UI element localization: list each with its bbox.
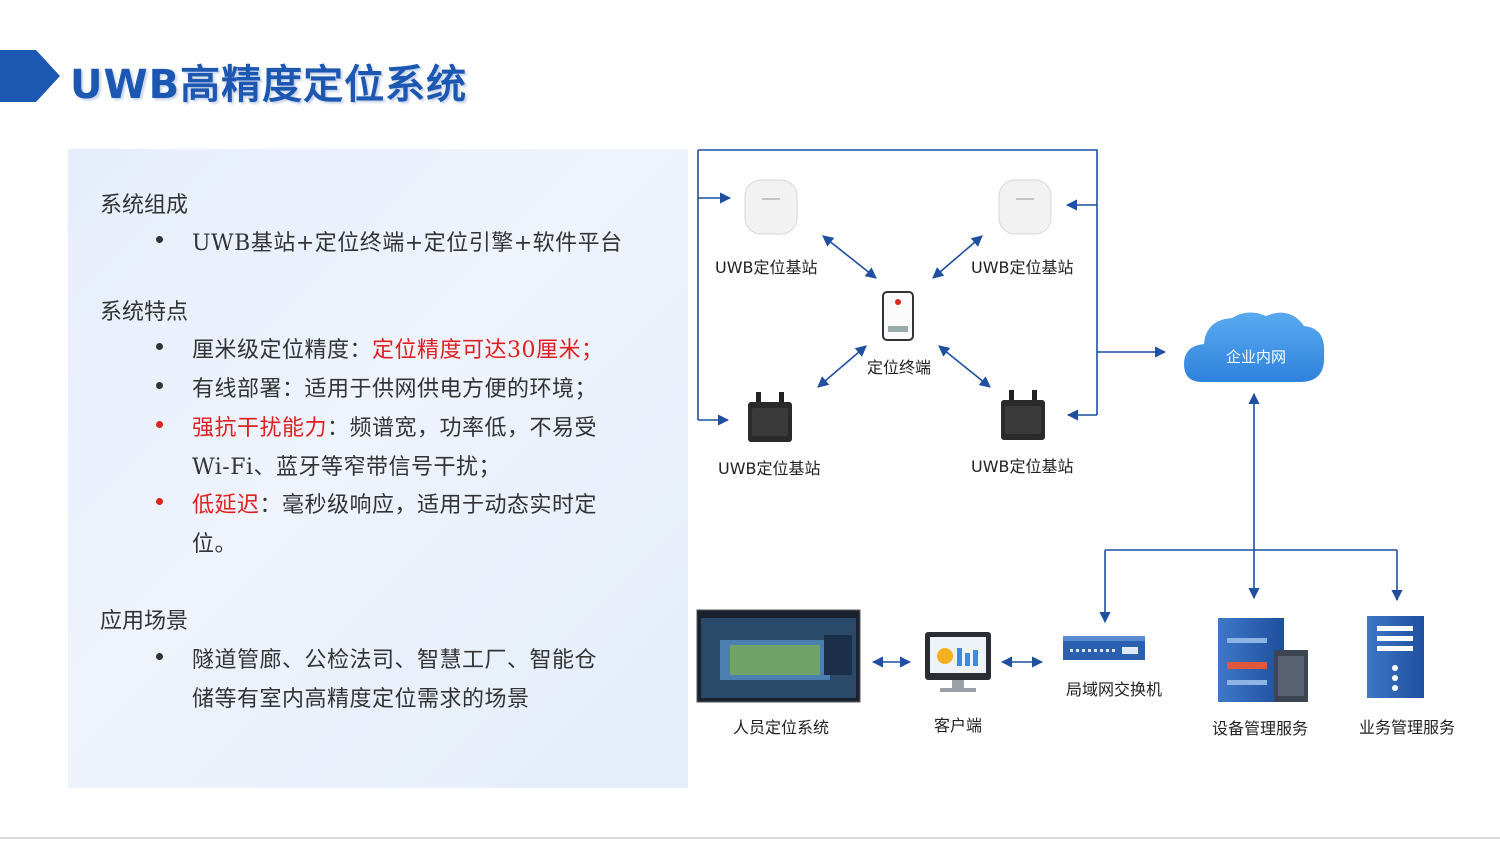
scenes-line-1: 隧道管廊、公检法司、智慧工厂、智能仓 [192, 648, 598, 673]
outdoor-station-bl-icon [748, 392, 792, 442]
feature-latency-cont: 位。 [192, 532, 238, 557]
bullet-dot [156, 653, 163, 660]
terminal-device-icon [882, 291, 914, 341]
device-service-label: 设备管理服务 [1212, 719, 1309, 738]
personnel-system-label: 人员定位系统 [733, 718, 830, 737]
device-server-icon [1218, 618, 1308, 702]
feature-latency-text: ：毫秒级响应，适用于动态实时定 [259, 493, 598, 518]
features-title: 系统特点 [100, 300, 189, 325]
personnel-system-screen-icon [696, 609, 861, 703]
station-label-tr: UWB定位基站 [971, 258, 1074, 277]
feature-accuracy-highlight: 定位精度可达30厘米； [372, 338, 604, 363]
title-arrow-icon [0, 50, 60, 102]
feature-anti-interference-label: 强抗干扰能力 [192, 416, 328, 441]
station-label-bl: UWB定位基站 [718, 459, 821, 478]
feature-anti-interference-cont: Wi-Fi、蓝牙等窄带信号干扰； [192, 455, 501, 480]
scenes-line-2: 储等有室内高精度定位需求的场景 [192, 687, 530, 712]
system-diagram: UWB定位基站 UWB定位基站 定位终端 UWB定位基站 UWB定位基站 企业内… [690, 140, 1500, 780]
scenes-title: 应用场景 [100, 609, 189, 634]
description-panel [68, 149, 688, 788]
bullet-dot [156, 421, 163, 428]
cloud-label: 企业内网 [1226, 348, 1287, 366]
feature-accuracy-label: 厘米级定位精度： [192, 338, 373, 363]
cloud-icon [1184, 312, 1325, 382]
feature-latency: 低延迟：毫秒级响应，适用于动态实时定 [192, 487, 597, 519]
composition-title: 系统组成 [100, 193, 189, 218]
diagram-graphics [696, 149, 1424, 703]
bullet-dot [156, 236, 163, 243]
bottom-divider [0, 837, 1500, 839]
composition-bullet: UWB基站+定位终端+定位引擎+软件平台 [192, 231, 623, 256]
bullet-dot [156, 343, 163, 350]
feature-anti-interference-text: ：频谱宽，功率低，不易受 [327, 416, 598, 441]
business-service-label: 业务管理服务 [1359, 718, 1456, 737]
terminal-label: 定位终端 [867, 358, 932, 377]
switch-label: 局域网交换机 [1066, 680, 1163, 699]
feature-latency-label: 低延迟 [192, 493, 260, 518]
feature-accuracy: 厘米级定位精度：定位精度可达30厘米； [192, 332, 604, 364]
bullet-dot [156, 498, 163, 505]
outdoor-station-br-icon [1001, 390, 1045, 440]
station-label-tl: UWB定位基站 [715, 258, 818, 277]
feature-anti-interference: 强抗干扰能力：频谱宽，功率低，不易受 [192, 410, 597, 442]
bullet-dot [156, 382, 163, 389]
ceiling-station-tr-icon [998, 179, 1052, 235]
client-monitor-icon [925, 632, 991, 692]
network-frame [697, 149, 1098, 420]
feature-wired: 有线部署：适用于供网供电方便的环境； [192, 377, 598, 402]
business-server-icon [1367, 616, 1424, 698]
station-label-br: UWB定位基站 [971, 457, 1074, 476]
switch-icon [1063, 636, 1145, 660]
page-title: UWB高精度定位系统 [70, 62, 468, 108]
ceiling-station-tl-icon [744, 179, 798, 235]
client-label: 客户端 [934, 716, 983, 735]
